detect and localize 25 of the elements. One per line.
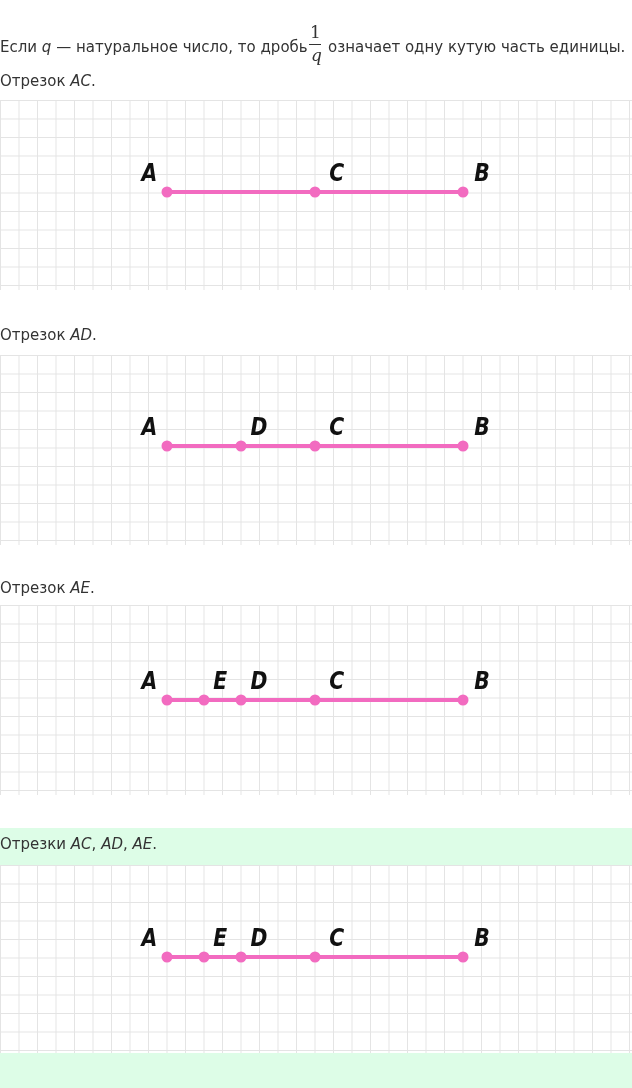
heading-text: Отрезки AC, AD, AE. bbox=[0, 835, 158, 853]
point-label: C bbox=[329, 924, 345, 952]
point-label: E bbox=[213, 667, 228, 695]
point-label: E bbox=[213, 924, 228, 952]
sentence-text: означает одну кутую часть единицы. bbox=[328, 38, 626, 56]
point-label: D bbox=[250, 667, 268, 695]
point-label: B bbox=[474, 924, 490, 952]
heading-text: Отрезок AC. bbox=[0, 72, 96, 90]
fraction-numerator: 1 bbox=[310, 22, 321, 42]
point-label: D bbox=[250, 413, 268, 441]
heading-text: Отрезок AE. bbox=[0, 579, 95, 597]
point-label: A bbox=[141, 667, 158, 695]
point-label: B bbox=[474, 413, 490, 441]
point-label: A bbox=[141, 924, 158, 952]
point-label: D bbox=[250, 924, 268, 952]
point-label: C bbox=[329, 159, 345, 187]
point-label: B bbox=[474, 667, 490, 695]
point-label: A bbox=[141, 413, 158, 441]
fraction-denominator: q bbox=[311, 45, 322, 65]
sentence-text: Если q — натуральное число, то дробь bbox=[0, 38, 308, 56]
heading-text: Отрезок AD. bbox=[0, 326, 97, 344]
point-label: A bbox=[141, 159, 158, 187]
point-label: B bbox=[474, 159, 490, 187]
point-label: C bbox=[329, 413, 345, 441]
point-label: C bbox=[329, 667, 345, 695]
